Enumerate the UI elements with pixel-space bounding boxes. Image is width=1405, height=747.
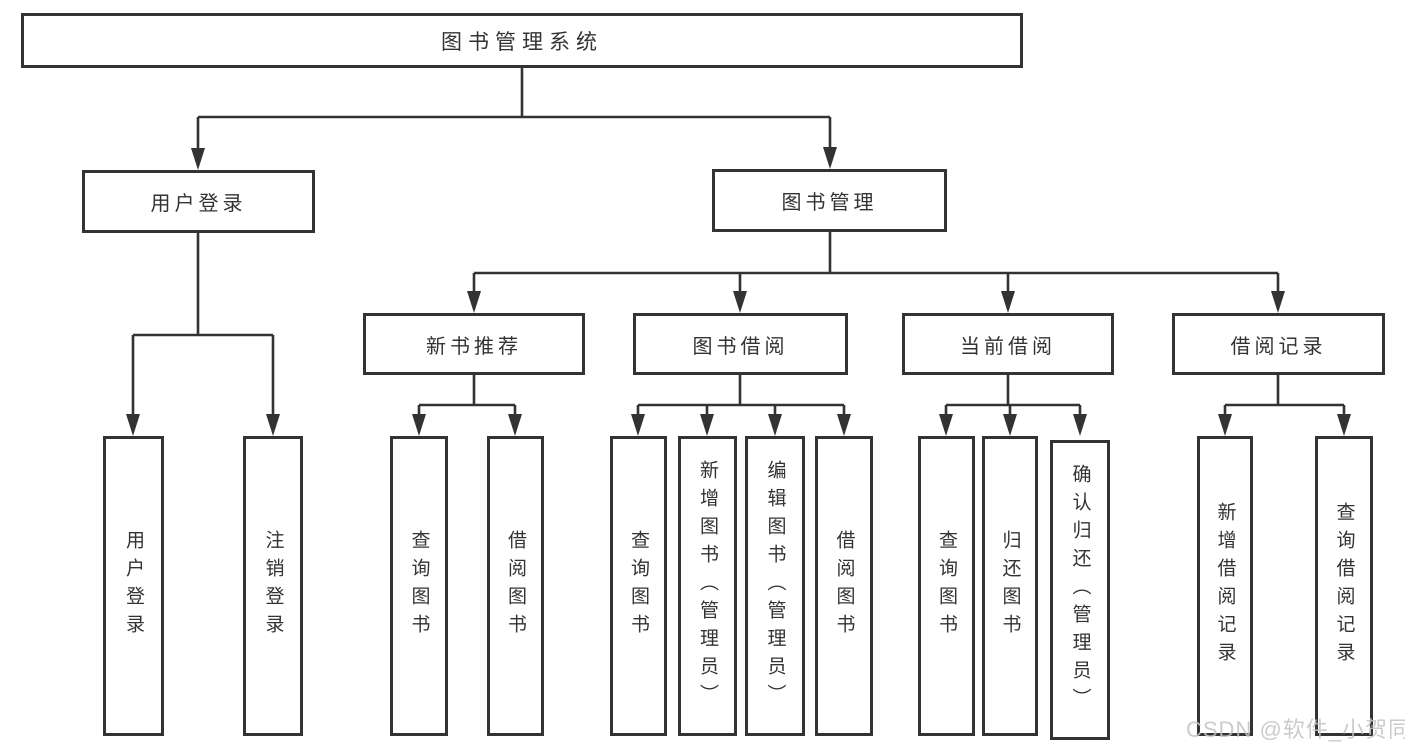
leaf-confirm-return-admin: 确认归还（管理员） <box>1050 440 1110 740</box>
connector-user-login-children <box>131 233 275 418</box>
node-user-login: 用户登录 <box>82 170 315 233</box>
leaf-query-books-2-label: 查询图书 <box>628 530 649 642</box>
connector-new-book-children <box>417 375 517 418</box>
node-book-borrowing-label: 图书借阅 <box>692 335 789 358</box>
node-borrowing-records: 借阅记录 <box>1172 313 1385 375</box>
node-book-borrowing: 图书借阅 <box>633 313 848 375</box>
node-current-borrowing: 当前借阅 <box>902 313 1114 375</box>
connector-records-children <box>1223 375 1346 418</box>
leaf-borrow-books-2-label: 借阅图书 <box>833 530 855 642</box>
leaf-query-books-3-label: 查询图书 <box>936 530 957 642</box>
node-new-book-recommend-label: 新书推荐 <box>426 335 522 358</box>
leaf-query-books-1: 查询图书 <box>390 436 448 736</box>
node-borrowing-records-label: 借阅记录 <box>1230 335 1327 358</box>
leaf-query-borrow-record: 查询借阅记录 <box>1315 436 1373 736</box>
node-root: 图书管理系统 <box>21 13 1023 68</box>
leaf-borrow-books-1: 借阅图书 <box>487 436 544 736</box>
node-user-login-label: 用户登录 <box>150 193 247 215</box>
leaf-add-book-admin: 新增图书（管理员） <box>678 436 737 736</box>
leaf-return-book-label: 归还图书 <box>999 530 1021 642</box>
connector-current-children <box>944 375 1082 418</box>
leaf-query-borrow-record-label: 查询借阅记录 <box>1333 502 1355 670</box>
leaf-logout-label: 注销登录 <box>262 530 284 642</box>
leaf-add-borrow-record: 新增借阅记录 <box>1197 436 1253 736</box>
csdn-watermark: CSDN @软件_小贺同学 <box>1186 717 1405 742</box>
arrowheads <box>126 147 1351 436</box>
node-new-book-recommend: 新书推荐 <box>363 313 585 375</box>
leaf-query-books-3: 查询图书 <box>918 436 975 736</box>
leaf-query-books-2: 查询图书 <box>610 436 667 736</box>
leaf-add-book-admin-label: 新增图书（管理员） <box>697 460 718 712</box>
leaf-edit-book-admin-label: 编辑图书（管理员） <box>764 460 786 712</box>
leaf-add-borrow-record-label: 新增借阅记录 <box>1214 502 1236 670</box>
connector-book-mgmt-children <box>472 232 1280 294</box>
node-current-borrowing-label: 当前借阅 <box>960 335 1056 358</box>
leaf-logout: 注销登录 <box>243 436 303 736</box>
leaf-query-books-1-label: 查询图书 <box>408 530 430 642</box>
leaf-user-login: 用户登录 <box>103 436 164 736</box>
node-root-label: 图书管理系统 <box>441 30 603 54</box>
node-book-management-label: 图书管理 <box>781 192 878 214</box>
node-book-management: 图书管理 <box>712 169 947 232</box>
leaf-borrow-books-1-label: 借阅图书 <box>505 530 526 642</box>
leaf-return-book: 归还图书 <box>982 436 1038 736</box>
leaf-borrow-books-2: 借阅图书 <box>815 436 873 736</box>
leaf-confirm-return-admin-label: 确认归还（管理员） <box>1069 464 1091 716</box>
connector-root-to-level2 <box>196 68 832 152</box>
connector-borrowing-children <box>636 375 846 418</box>
leaf-user-login-label: 用户登录 <box>123 530 144 642</box>
leaf-edit-book-admin: 编辑图书（管理员） <box>745 436 805 736</box>
